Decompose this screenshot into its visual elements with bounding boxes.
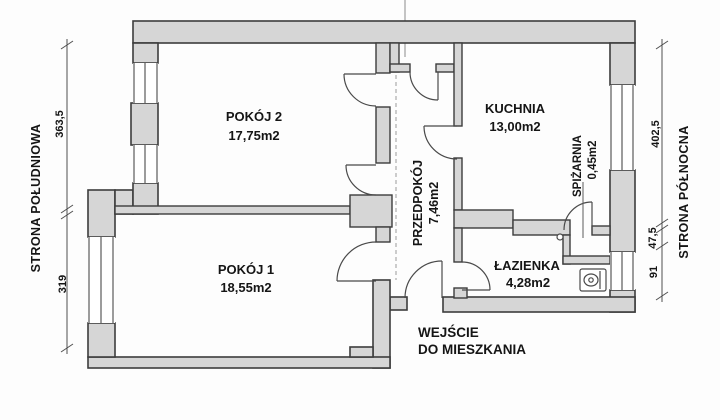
- door-pokoj2-lower: [345, 164, 377, 196]
- wall-segment: [609, 42, 636, 86]
- wall-segment: [375, 226, 391, 243]
- wall-segment: [132, 42, 159, 64]
- window-pokoj2-upper: [133, 63, 158, 103]
- label-north-side: STRONA PÓŁNOCNA: [676, 125, 691, 258]
- label-pokoj2-area: 17,75m2: [228, 128, 279, 143]
- wall-segment: [87, 322, 116, 358]
- wall-segment: [591, 225, 611, 236]
- label-pokoj1-name: POKÓJ 1: [218, 262, 274, 277]
- dimension-tick: [655, 40, 669, 50]
- label-kuchnia-name: KUCHNIA: [485, 101, 546, 116]
- window-lazienka: [610, 252, 635, 290]
- door-lazienka: [461, 261, 491, 291]
- wall-segment: [130, 102, 159, 146]
- dim-south-upper: 363,5: [54, 110, 66, 138]
- interior-walls: [114, 42, 611, 299]
- label-pokoj1-area: 18,55m2: [220, 280, 271, 295]
- door-pokoj2-upper: [343, 73, 377, 107]
- label-lazienka-name: ŁAZIENKA: [494, 258, 560, 273]
- wall-segment: [442, 296, 636, 313]
- dimension-tick: [655, 224, 669, 234]
- door-pokoj1: [336, 241, 377, 282]
- dimension-tick: [60, 343, 74, 353]
- dim-north-middle: 47,5: [647, 227, 659, 248]
- label-przedpokoj-name: PRZEDPOKÓJ: [410, 160, 425, 246]
- dimension-south: 363,5 319 STRONA POŁUDNIOWA: [29, 39, 74, 354]
- wall-segment: [389, 296, 408, 311]
- dim-south-lower: 319: [57, 275, 69, 293]
- wall-segment: [349, 346, 374, 358]
- window-kuchnia: [610, 85, 635, 170]
- label-kuchnia-area: 13,00m2: [489, 119, 540, 134]
- windows: [88, 63, 635, 323]
- label-przedpokoj-area: 7,46m2: [427, 182, 441, 224]
- wall-segment: [389, 63, 411, 73]
- wall-segment: [435, 63, 455, 73]
- label-entrance-line2: DO MIESZKANIA: [418, 342, 526, 357]
- doors: [336, 71, 593, 299]
- wall-segment: [453, 157, 463, 211]
- entrance-label: WEJŚCIE DO MIESZKANIA: [418, 325, 526, 357]
- window-pokoj2-lower: [133, 145, 158, 183]
- label-lazienka-area: 4,28m2: [506, 275, 550, 290]
- dimension-north: 402,5 47,5 91 STRONA PÓŁNOCNA: [647, 39, 691, 302]
- window-pokoj1: [88, 237, 115, 323]
- fixtures: [395, 75, 607, 292]
- wall-segment: [372, 279, 391, 369]
- dim-north-lower: 91: [648, 266, 660, 278]
- dimension-tick: [655, 241, 669, 251]
- wall-segment: [375, 106, 391, 164]
- toilet-icon: [579, 268, 607, 292]
- dimension-tick: [60, 204, 74, 214]
- dimension-tick: [655, 291, 669, 301]
- wall-segment: [453, 42, 463, 127]
- wall-segment: [132, 20, 636, 44]
- dim-north-upper: 402,5: [650, 120, 662, 148]
- label-spizarnia-name: SPIŻARNIA: [571, 135, 584, 197]
- wall-segment: [453, 209, 514, 229]
- dimension-tick: [60, 210, 74, 220]
- door-entrance: [404, 260, 443, 299]
- label-south-side: STRONA POŁUDNIOWA: [29, 124, 43, 273]
- door-spizarnia: [563, 201, 593, 231]
- wall-segment: [453, 287, 468, 299]
- wall-segment: [87, 189, 116, 238]
- door-alcove: [409, 71, 439, 101]
- label-entrance-line1: WEJŚCIE: [418, 325, 479, 340]
- chimney-block: [349, 194, 393, 228]
- door-kuchnia: [423, 125, 458, 160]
- dimension-tick: [655, 218, 669, 228]
- wall-segment: [609, 169, 636, 253]
- wall-segment: [453, 227, 463, 263]
- wall-segment: [87, 356, 391, 369]
- wall-segment: [512, 219, 571, 236]
- door-knob-dot: [556, 233, 564, 241]
- room-labels: POKÓJ 2 17,75m2 POKÓJ 1 18,55m2 KUCHNIA …: [218, 101, 599, 295]
- wall-segment: [562, 255, 611, 265]
- wall-segment: [114, 205, 351, 215]
- wall-segment: [375, 42, 391, 74]
- label-spizarnia-area: 0,45m2: [587, 140, 599, 179]
- dimension-tick: [60, 40, 74, 50]
- label-pokoj2-name: POKÓJ 2: [226, 109, 282, 124]
